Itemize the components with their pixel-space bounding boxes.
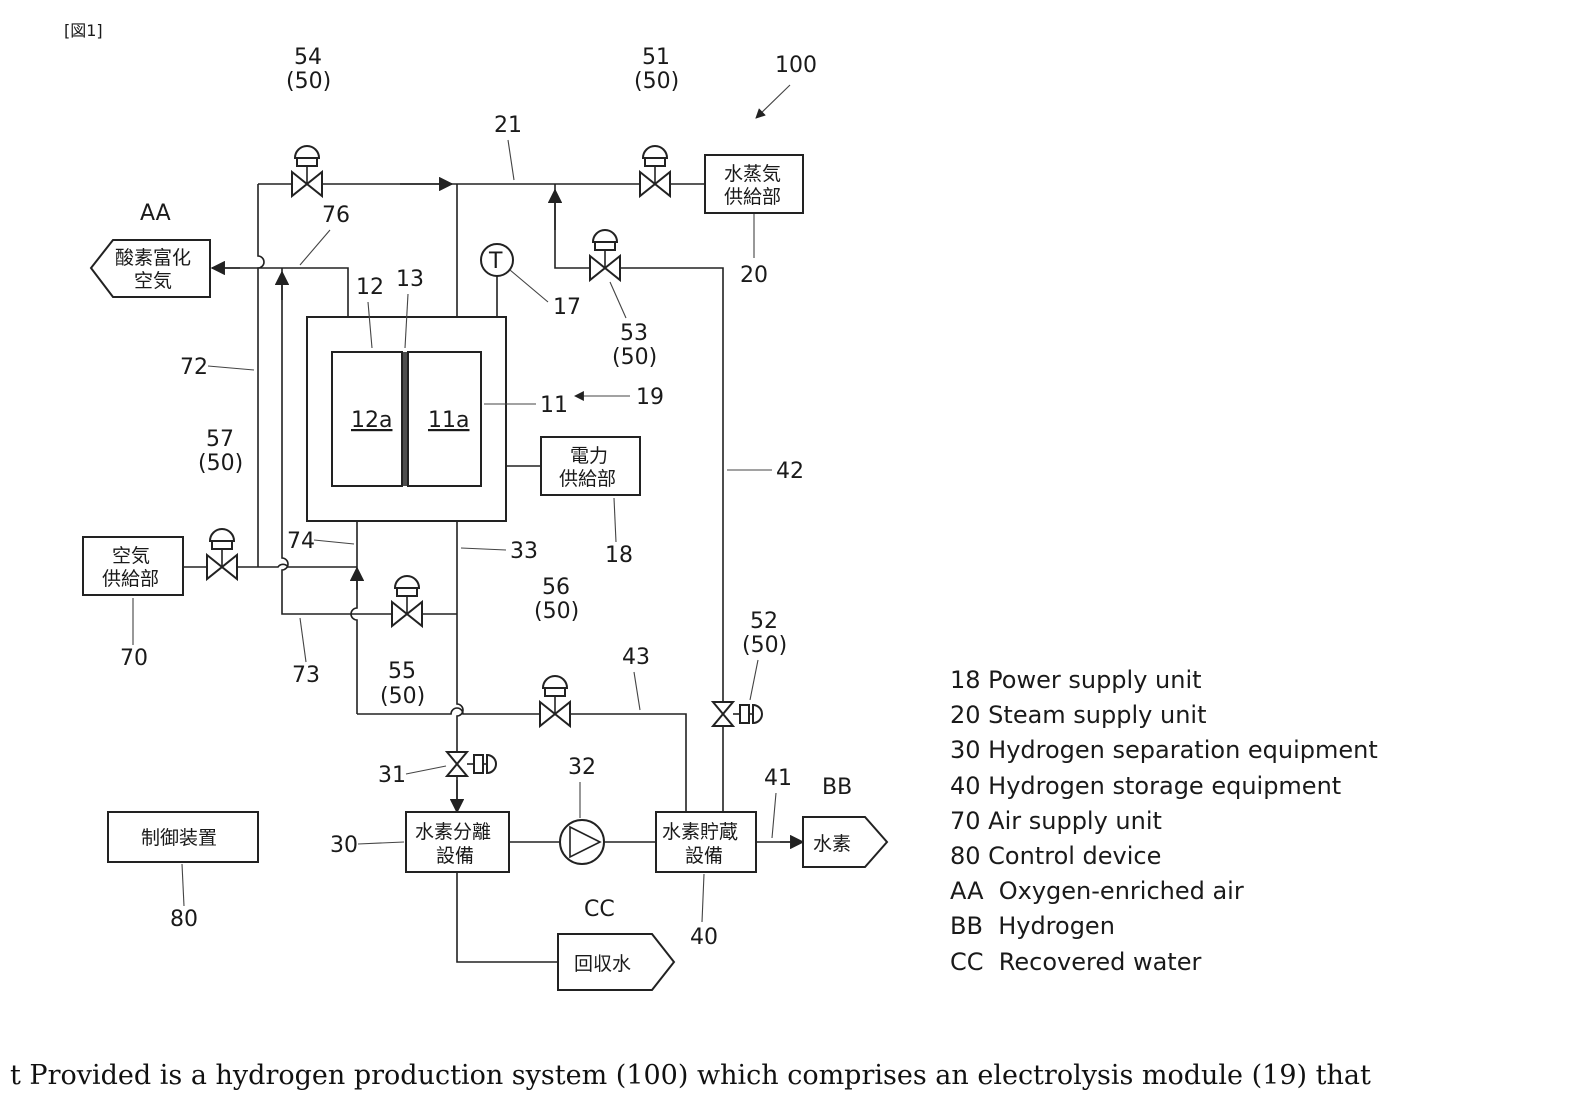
svg-text:32: 32 — [568, 755, 596, 780]
steam-supply-unit: 水蒸気 供給部 — [705, 155, 803, 213]
hydrogen-storage-equipment: 水素貯蔵 設備 — [656, 812, 756, 872]
svg-text:42: 42 — [776, 459, 804, 484]
caption-line: t Provided is a hydrogen production syst… — [10, 1060, 1588, 1091]
outlet-code-bb: BB — [822, 775, 852, 800]
legend-item: 18 Power supply unit — [950, 666, 1202, 694]
legend-item: 30 Hydrogen separation equipment — [950, 736, 1378, 764]
legend-item: 40 Hydrogen storage equipment — [950, 772, 1341, 800]
pump-32 — [560, 820, 604, 864]
svg-text:13: 13 — [396, 267, 424, 292]
svg-text:57: 57 — [206, 427, 234, 452]
svg-text:11: 11 — [540, 393, 568, 418]
svg-text:76: 76 — [322, 203, 350, 228]
svg-text:31: 31 — [378, 763, 406, 788]
legend-item: CC Recovered water — [950, 948, 1201, 976]
system-ref-arrow — [756, 85, 790, 118]
svg-text:酸素富化: 酸素富化 — [115, 247, 191, 269]
hydrogen-outlet: 水素 — [803, 817, 887, 867]
svg-text:55: 55 — [388, 659, 416, 684]
svg-text:19: 19 — [636, 385, 664, 410]
svg-text:56: 56 — [542, 575, 570, 600]
thermometer-symbol: T — [488, 249, 503, 274]
recovered-water-outlet: 回収水 — [558, 934, 674, 990]
oxygen-enriched-air-outlet: 酸素富化 空気 — [91, 240, 210, 297]
valve-54 — [292, 146, 322, 196]
svg-text:72: 72 — [180, 355, 208, 380]
bypass-line-72 — [258, 184, 264, 567]
system-ref: 100 — [775, 53, 817, 78]
svg-text:水素貯蔵: 水素貯蔵 — [662, 821, 738, 843]
svg-text:80: 80 — [170, 907, 198, 932]
line-43 — [357, 708, 686, 812]
svg-text:電力: 電力 — [570, 445, 608, 467]
svg-text:空気: 空気 — [112, 545, 150, 567]
valve-53 — [590, 230, 620, 280]
legend-item: AA Oxygen-enriched air — [950, 877, 1244, 905]
svg-text:水蒸気: 水蒸気 — [724, 163, 781, 185]
svg-text:(50): (50) — [634, 69, 679, 94]
svg-text:40: 40 — [690, 925, 718, 950]
svg-text:17: 17 — [553, 295, 581, 320]
valve-51 — [640, 146, 670, 196]
legend-item: 80 Control device — [950, 842, 1161, 870]
legend-item: 70 Air supply unit — [950, 807, 1162, 835]
svg-text:制御装置: 制御装置 — [141, 827, 217, 849]
pump-icon — [560, 820, 604, 864]
svg-text:供給部: 供給部 — [102, 568, 159, 590]
valve-56 — [540, 676, 570, 726]
svg-text:設備: 設備 — [436, 845, 474, 867]
caption-text: t Provided is a hydrogen production syst… — [0, 1058, 1588, 1094]
legend-item: 20 Steam supply unit — [950, 701, 1206, 729]
svg-text:(50): (50) — [612, 345, 657, 370]
svg-text:43: 43 — [622, 645, 650, 670]
svg-text:54: 54 — [294, 45, 322, 70]
air-supply-unit: 空気 供給部 — [83, 537, 183, 595]
svg-text:供給部: 供給部 — [724, 186, 781, 208]
svg-text:設備: 設備 — [685, 845, 723, 867]
svg-text:53: 53 — [620, 321, 648, 346]
svg-text:(50): (50) — [286, 69, 331, 94]
svg-text:51: 51 — [642, 45, 670, 70]
svg-text:(50): (50) — [534, 599, 579, 624]
legend: 18 Power supply unit 20 Steam supply uni… — [950, 666, 1378, 976]
system-diagram: [図1] 100 — [0, 0, 1588, 1060]
outlet-code-aa: AA — [140, 201, 171, 226]
valve-31 — [447, 752, 496, 776]
legend-item: BB Hydrogen — [950, 912, 1115, 940]
cathode-label: 11a — [428, 408, 469, 433]
valve-55 — [392, 576, 422, 626]
valve-52 — [713, 702, 762, 726]
control-device: 制御装置 — [108, 812, 258, 862]
svg-text:21: 21 — [494, 113, 522, 138]
svg-text:12: 12 — [356, 275, 384, 300]
svg-text:18: 18 — [605, 543, 633, 568]
svg-text:20: 20 — [740, 263, 768, 288]
svg-text:30: 30 — [330, 833, 358, 858]
power-supply-unit: 電力 供給部 — [541, 437, 640, 495]
svg-text:73: 73 — [292, 663, 320, 688]
svg-text:空気: 空気 — [134, 270, 172, 292]
svg-text:水素分離: 水素分離 — [415, 821, 491, 843]
svg-text:41: 41 — [764, 766, 792, 791]
svg-text:33: 33 — [510, 539, 538, 564]
water-line — [457, 872, 558, 962]
svg-text:回収水: 回収水 — [574, 953, 631, 975]
svg-text:52: 52 — [750, 609, 778, 634]
svg-text:供給部: 供給部 — [559, 468, 616, 490]
anode-label: 12a — [351, 408, 392, 433]
svg-text:(50): (50) — [198, 451, 243, 476]
figure-label: [図1] — [64, 21, 103, 40]
valve-57 — [207, 529, 237, 579]
svg-text:74: 74 — [287, 529, 315, 554]
svg-text:(50): (50) — [380, 684, 425, 709]
svg-text:(50): (50) — [742, 633, 787, 658]
svg-text:水素: 水素 — [813, 833, 851, 855]
svg-text:70: 70 — [120, 646, 148, 671]
hydrogen-separation-equipment: 水素分離 設備 — [406, 812, 509, 872]
outlet-code-cc: CC — [584, 897, 615, 922]
